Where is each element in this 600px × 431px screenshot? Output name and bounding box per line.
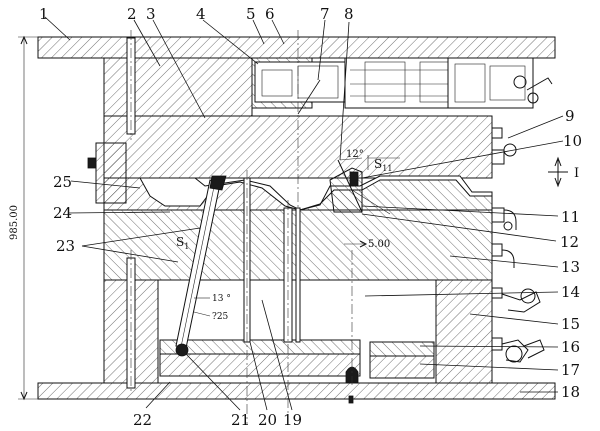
part-number-16: 16 — [561, 338, 580, 356]
part-number-21: 21 — [231, 411, 250, 429]
part-number-18: 18 — [561, 383, 580, 401]
stroke-top-label: S11 — [374, 157, 392, 173]
ejector-retainer-plate — [159, 339, 361, 355]
part-number-23: 23 — [56, 237, 75, 255]
right-spacer-block — [435, 279, 493, 384]
part-number-24: 24 — [53, 204, 72, 222]
part-number-14: 14 — [561, 283, 580, 301]
part-number-15: 15 — [561, 315, 580, 333]
slide-wedge — [349, 171, 359, 187]
part-number-20: 20 — [258, 411, 277, 429]
part-number-2: 2 — [127, 5, 137, 23]
part-number-17: 17 — [561, 361, 580, 379]
ejector-pin-3 — [295, 207, 301, 343]
hot-runner-inner-2 — [297, 65, 339, 99]
left-locating-pin — [87, 157, 97, 169]
left-side-block — [95, 142, 127, 204]
fitting-top — [513, 75, 527, 89]
ejector-rod-hole — [345, 366, 359, 384]
overall-height-dimension: 985.00 — [9, 205, 20, 240]
part-number-22: 22 — [133, 411, 152, 429]
part-number-4: 4 — [196, 5, 206, 23]
part-number-19: 19 — [283, 411, 302, 429]
length-lower-label: ?25 — [212, 312, 229, 322]
part-number-9: 9 — [565, 107, 575, 125]
part-number-10: 10 — [563, 132, 582, 150]
part-number-6: 6 — [265, 5, 275, 23]
hydraulic-cylinder — [447, 57, 534, 109]
ejector-plate-right-lower — [369, 355, 435, 379]
view-marker: I — [574, 166, 579, 181]
offset-dimension: 5.00 — [368, 239, 390, 250]
part-number-11: 11 — [561, 208, 580, 226]
hot-runner-block — [254, 61, 346, 103]
part-number-13: 13 — [561, 258, 580, 276]
hot-runner-inner — [261, 69, 293, 97]
top-clamp-plate — [37, 36, 556, 59]
part-number-5: 5 — [246, 5, 256, 23]
lifter-slide-block — [175, 343, 189, 357]
part-number-labels: 1 2 3 4 5 6 7 8 9 10 11 12 13 14 15 16 1… — [39, 5, 582, 429]
manifold-detail-1 — [364, 61, 406, 103]
lifter-head — [209, 175, 227, 191]
part-number-7: 7 — [320, 5, 330, 23]
right-fittings — [491, 127, 545, 363]
part-number-3: 3 — [146, 5, 156, 23]
angle-top-label: 12° — [346, 149, 364, 160]
part-number-8: 8 — [344, 5, 354, 23]
stroke-lower-label: S1 — [176, 235, 189, 251]
ejector-plate-right — [369, 341, 435, 357]
part-number-25: 25 — [53, 173, 72, 191]
part-number-12: 12 — [560, 233, 579, 251]
ejector-plate — [159, 353, 361, 377]
leader-lines — [44, 16, 564, 411]
part-number-1: 1 — [39, 5, 49, 23]
angle-lower-label: 13 ° — [212, 294, 231, 304]
bottom-clamp-plate — [37, 382, 556, 400]
